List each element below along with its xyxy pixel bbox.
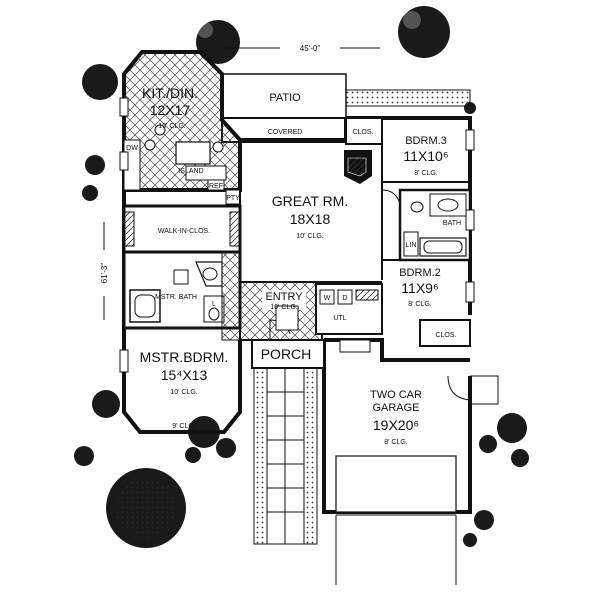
dimension-depth-label: 61'-3" <box>100 263 109 284</box>
hall-tile <box>221 251 241 341</box>
entry-ceiling: 10' CLG. <box>270 304 297 311</box>
great-room-size: 18X18 <box>290 211 331 227</box>
dryer-label: D <box>342 295 347 302</box>
shrub-left-mid <box>82 155 105 201</box>
shrub-top-left <box>196 20 240 64</box>
shrub-left-top <box>82 64 118 100</box>
shrub-bottom-mid <box>185 416 236 463</box>
master-bedroom-size: 15⁴X13 <box>161 367 208 383</box>
garage-ceiling: 8' CLG. <box>384 439 408 446</box>
dishwasher-label: DW <box>126 145 138 152</box>
porch <box>251 339 325 369</box>
bedroom-2-label: BDRM.2 <box>399 267 441 279</box>
washer-label: W <box>324 295 331 302</box>
linen-label: L <box>212 301 216 308</box>
bedroom-3-closet-label: CLOS. <box>352 129 373 136</box>
patio-covered-label: COVERED <box>268 129 303 136</box>
landscape-shrubs <box>74 6 529 548</box>
pantry-label: PTY <box>226 195 240 202</box>
master-bedroom-label: MSTR.BDRM. <box>140 349 229 365</box>
bedroom-3 <box>345 117 470 205</box>
bedroom-2 <box>382 259 471 347</box>
patio-label: PATIO <box>269 92 301 104</box>
walkway-right-planter <box>303 367 318 545</box>
garage-label-line2: GARAGE <box>372 402 419 414</box>
patio <box>221 73 347 119</box>
hall-bath <box>398 188 472 262</box>
utility-label: UTL <box>333 315 346 322</box>
windows <box>119 97 475 373</box>
shrub-garage-bottom <box>463 510 494 547</box>
master-bath-label: MSTR. BATH <box>155 294 197 301</box>
entry <box>239 281 323 341</box>
utility-room <box>315 283 383 335</box>
refrigerator-label: REF <box>209 183 223 190</box>
shrub-top-right <box>398 6 450 58</box>
bedroom-2-ceiling: 8' CLG. <box>408 301 432 308</box>
shrub-left-low <box>92 390 120 418</box>
walkway <box>266 367 305 545</box>
hall-bath-label: BATH <box>443 220 461 227</box>
shrub-garage-right <box>479 413 529 467</box>
dimension-width-label: 45'-0" <box>300 44 321 53</box>
planter-top <box>345 89 471 107</box>
island-label: ISLAND <box>178 168 203 175</box>
master-bedroom-ceiling: 10' CLG. <box>170 389 197 396</box>
kitchen-ceiling: 10' CLG. <box>158 123 185 130</box>
bedroom-2-size: 11X9⁶ <box>401 280 438 296</box>
kitchen-size: 12X17 <box>150 102 191 118</box>
garage <box>324 338 499 513</box>
garage-label-line1: TWO CAR <box>370 389 422 401</box>
master-bath <box>122 250 242 330</box>
shrub-bottom-left-small <box>74 446 94 466</box>
dimension-depth: 61'-3" <box>100 222 109 320</box>
kitchen-label: KIT./DIN. <box>142 85 198 101</box>
shrub-bottom-large <box>106 468 186 548</box>
bedroom-2-closet-label: CLOS. <box>435 332 456 339</box>
porch-label: PORCH <box>261 346 312 362</box>
bedroom-3-size: 11X10⁶ <box>403 148 448 164</box>
walkway-left-planter <box>253 367 268 545</box>
entry-label: ENTRY <box>265 291 303 303</box>
driveway <box>335 514 457 585</box>
linen-closet-label: LIN <box>406 242 417 249</box>
great-room-ceiling: 10' CLG. <box>296 233 323 240</box>
master-bedroom-bay-ceiling: 9' CLG. <box>172 423 196 430</box>
kitchen-island <box>175 141 211 165</box>
walk-in-closet-label: WALK-IN-CLOS. <box>158 228 210 235</box>
garage-size: 19X20⁶ <box>373 417 419 433</box>
kitchen-dining-room <box>122 50 242 205</box>
bedroom-3-ceiling: 8' CLG. <box>414 170 438 177</box>
great-room-label: GREAT RM. <box>272 193 349 209</box>
dimension-width: 45'-0" <box>222 44 380 53</box>
bedroom-3-label: BDRM.3 <box>405 135 447 147</box>
